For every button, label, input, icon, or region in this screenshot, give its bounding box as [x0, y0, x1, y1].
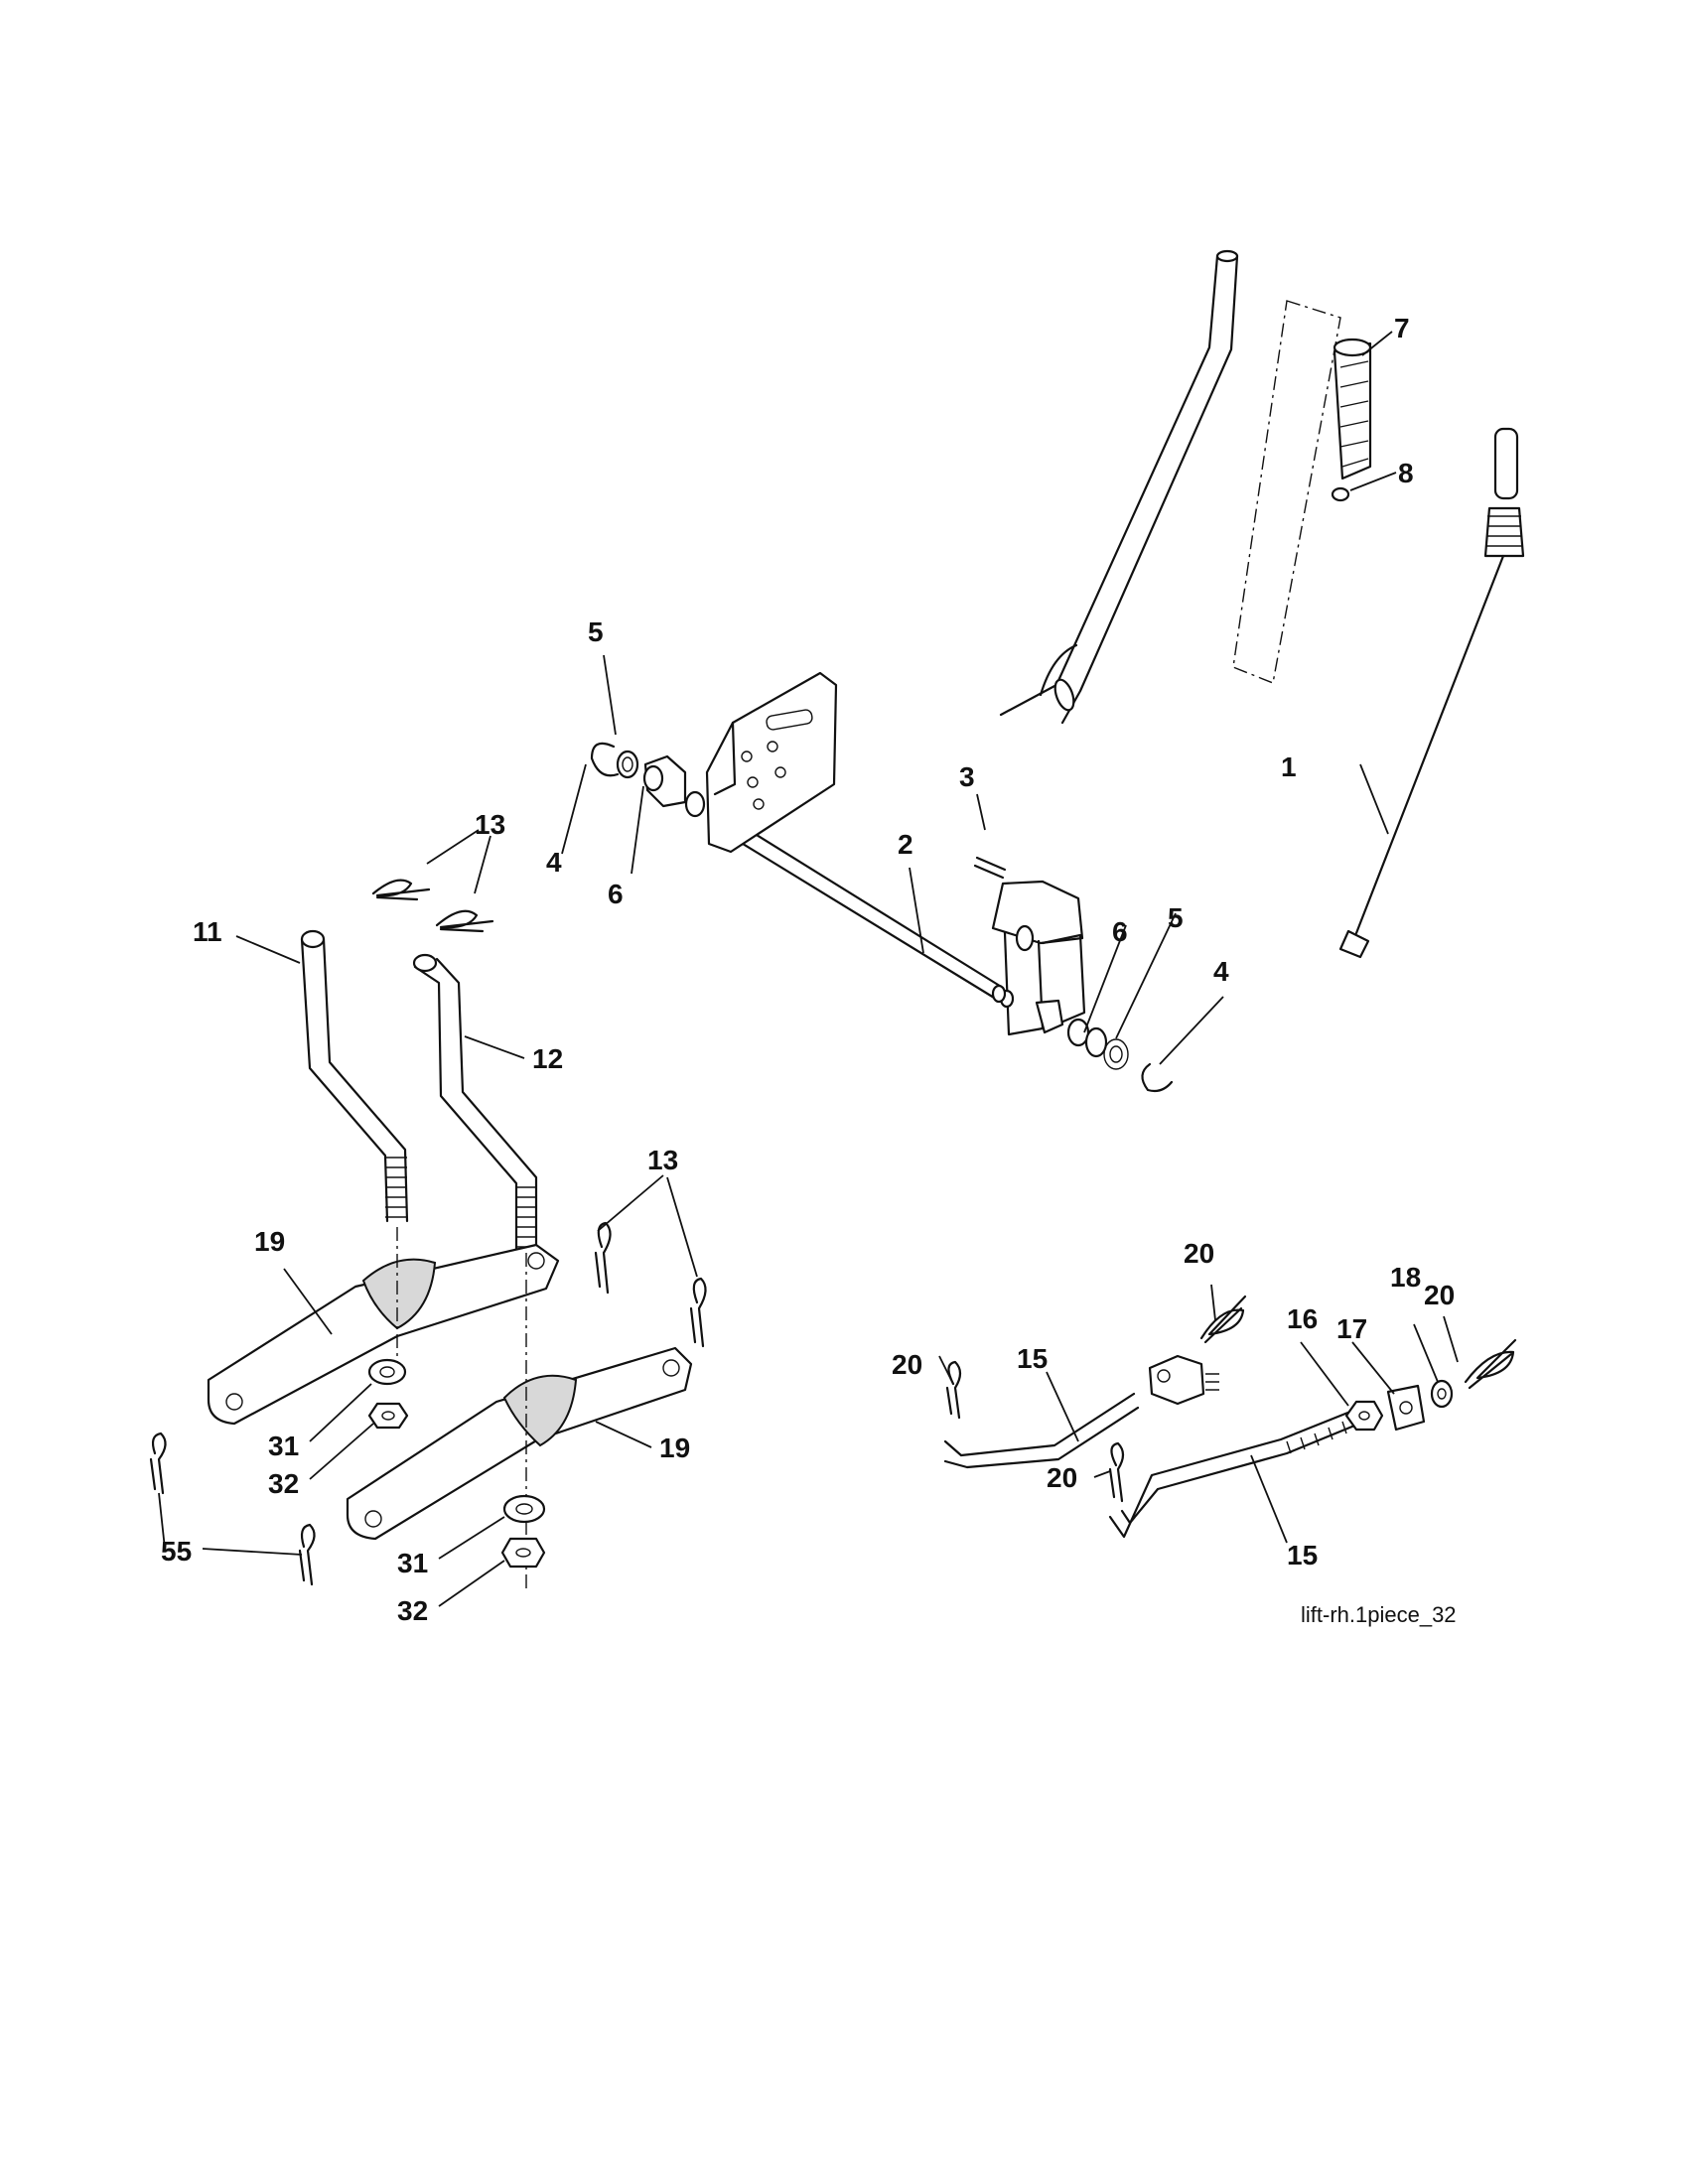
- handle-grip: [1331, 338, 1372, 502]
- callout-20-top: 20: [1184, 1238, 1214, 1269]
- height-adjust-cable: [1338, 427, 1525, 959]
- hair-pin-clip: [435, 909, 494, 933]
- spacer-31-upper: [367, 1358, 407, 1386]
- hair-pin-clip: [594, 1221, 612, 1295]
- lift-rod-15-upper: [943, 1354, 1219, 1469]
- lift-rod-15-lower: [1108, 1406, 1366, 1539]
- lift-shaft: [712, 811, 1007, 1004]
- lift-link-11: [300, 929, 409, 1223]
- callout-18: 18: [1390, 1262, 1421, 1293]
- callout-16: 16: [1287, 1303, 1318, 1334]
- callout-32-lower: 32: [397, 1595, 428, 1626]
- callout-4-right: 4: [1213, 956, 1229, 987]
- phantom-grip-outline: [1232, 300, 1341, 684]
- callout-31-lower: 31: [397, 1548, 428, 1578]
- callout-6-left: 6: [608, 879, 624, 909]
- callout-6-right: 6: [1112, 916, 1128, 947]
- callout-13-upper: 13: [475, 809, 505, 840]
- hair-pin-clip: [149, 1432, 167, 1495]
- diagram-reference-code: lift-rh.1piece_32: [1301, 1602, 1457, 1627]
- adjusting-nut-16: [1344, 1400, 1384, 1432]
- callout-20-left: 20: [892, 1349, 922, 1380]
- lift-handle: [991, 249, 1239, 1036]
- callout-15-lower: 15: [1287, 1540, 1318, 1570]
- hair-pin-clip: [689, 1277, 707, 1348]
- nut-32-lower: [500, 1537, 546, 1569]
- nut-32-upper: [367, 1402, 409, 1430]
- hair-pin-clip: [1108, 1441, 1125, 1503]
- leader-lines: [158, 331, 1459, 1607]
- callout-8: 8: [1398, 458, 1414, 488]
- trunnion-17: [1386, 1384, 1426, 1432]
- callout-19-lower: 19: [659, 1433, 690, 1463]
- spring-pin: [973, 856, 1007, 880]
- mounting-plate: [705, 671, 838, 854]
- callout-11: 11: [193, 916, 222, 947]
- hair-pin-clip: [1464, 1338, 1517, 1390]
- callout-5-left: 5: [588, 616, 604, 647]
- callout-labels: 1 2 3 4 5 6 7 8 6 5 4 11 12 13 13 19 19 …: [161, 313, 1455, 1626]
- washer-18: [1430, 1379, 1454, 1409]
- hair-pin-clip: [1199, 1295, 1247, 1344]
- lift-link-12: [412, 953, 538, 1253]
- callout-4-left: 4: [546, 847, 562, 878]
- callout-32-upper: 32: [268, 1468, 299, 1499]
- callout-31-upper: 31: [268, 1431, 299, 1461]
- callout-2: 2: [898, 829, 913, 860]
- callout-20-right: 20: [1424, 1280, 1455, 1310]
- callout-20-mid: 20: [1047, 1462, 1077, 1493]
- lift-arm-lower: [346, 1346, 693, 1541]
- hair-pin-clip: [371, 879, 431, 901]
- callout-15-upper: 15: [1017, 1343, 1048, 1374]
- left-bushing-stack: [590, 742, 706, 818]
- callout-3: 3: [959, 761, 975, 792]
- callout-19-upper: 19: [254, 1226, 285, 1257]
- hair-pin-clip: [298, 1523, 316, 1586]
- callout-17: 17: [1336, 1313, 1367, 1344]
- callout-12: 12: [532, 1043, 563, 1074]
- spacer-31-lower: [502, 1494, 546, 1524]
- right-bushing-stack: [1035, 999, 1174, 1093]
- hair-pin-clip: [945, 1360, 962, 1420]
- callout-13-lower: 13: [647, 1145, 678, 1175]
- callout-55: 55: [161, 1536, 192, 1567]
- callout-1: 1: [1281, 751, 1297, 782]
- callout-7: 7: [1394, 313, 1410, 343]
- callout-5-right: 5: [1168, 902, 1184, 933]
- lift-arm-upper: [207, 1243, 560, 1426]
